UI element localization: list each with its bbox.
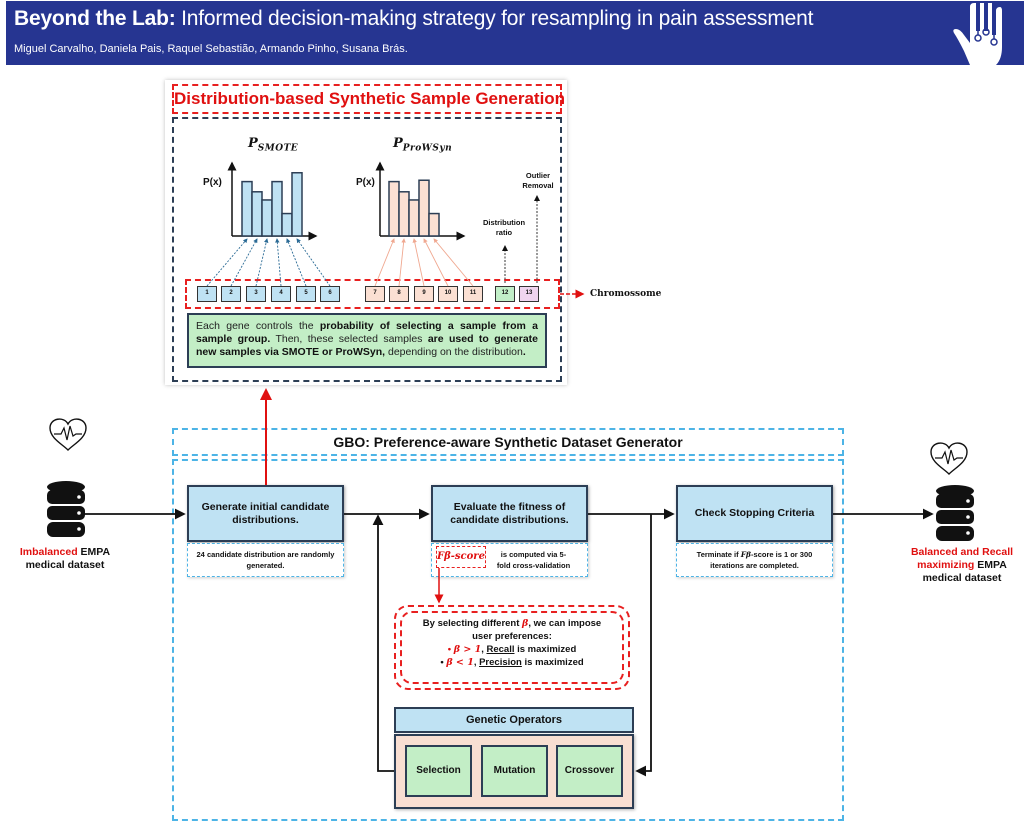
- gene-7: 7: [365, 286, 385, 302]
- gbo-body: [172, 459, 844, 821]
- gene-9: 9: [414, 286, 434, 302]
- gene-10: 10: [438, 286, 458, 302]
- gene-2: 2: [221, 286, 241, 302]
- smote-y-label: P(x): [203, 177, 222, 188]
- preference-precision: • β < 1, Precision is maximized: [440, 657, 584, 668]
- prowsyn-chart-title: PProWSyn: [393, 136, 453, 154]
- gene-description: Each gene controls the probability of se…: [187, 313, 547, 368]
- step-check-stopping: Check Stopping Criteria: [676, 485, 833, 542]
- database-icon-right: [936, 485, 974, 541]
- chromosome-label: Chromossome: [590, 289, 662, 299]
- genetic-operators-title: Genetic Operators: [394, 707, 634, 733]
- gene-13: 13: [519, 286, 539, 302]
- authors: Miguel Carvalho, Daniela Pais, Raquel Se…: [14, 43, 408, 55]
- gene-12: 12: [495, 286, 515, 302]
- hand-circuit-icon: [953, 1, 1002, 65]
- database-icon-left: [47, 481, 85, 537]
- gene-1: 1: [197, 286, 217, 302]
- operator-crossover: Crossover: [556, 745, 623, 797]
- poster-title: Beyond the Lab: Informed decision-making…: [14, 7, 813, 31]
- operator-mutation: Mutation: [481, 745, 548, 797]
- step-stopping-note: Terminate if Fβ-score is 1 or 300 iterat…: [676, 543, 833, 577]
- gene-3: 3: [246, 286, 266, 302]
- prowsyn-y-label: P(x): [356, 177, 375, 188]
- distribution-panel-body: [172, 117, 562, 382]
- operator-selection: Selection: [405, 745, 472, 797]
- gene-4: 4: [271, 286, 291, 302]
- heart-pulse-icon-right: [930, 442, 968, 475]
- heart-pulse-icon-left: [49, 418, 87, 451]
- title-rest: Informed decision-making strategy for re…: [175, 7, 814, 30]
- gene-6: 6: [320, 286, 340, 302]
- step-generate-initial: Generate initial candidate distributions…: [187, 485, 344, 542]
- step-generate-note: 24 candidate distribution are randomly g…: [187, 543, 344, 577]
- distribution-ratio-label: Distribution ratio: [482, 218, 526, 237]
- title-bold: Beyond the Lab:: [14, 7, 176, 30]
- gbo-title: GBO: Preference-aware Synthetic Dataset …: [172, 428, 844, 456]
- gene-11: 11: [463, 286, 483, 302]
- distribution-panel-title: Distribution-based Synthetic Sample Gene…: [172, 84, 565, 114]
- user-preferences-box: By selecting different β, we can impose …: [400, 611, 624, 684]
- chromosome-box: [185, 279, 560, 309]
- preferences-outer-border: [394, 605, 630, 690]
- header-banner: Beyond the Lab: Informed decision-making…: [6, 1, 1024, 65]
- fbeta-score-tag: Fβ-score: [436, 546, 486, 568]
- smote-chart-title: PSMOTE: [248, 136, 299, 154]
- outlier-removal-label: Outlier Removal: [522, 171, 554, 190]
- preference-recall: • β > 1, Recall is maximized: [447, 644, 577, 655]
- step-evaluate-fitness: Evaluate the fitness of candidate distri…: [431, 485, 588, 542]
- gene-5: 5: [296, 286, 316, 302]
- gene-8: 8: [389, 286, 409, 302]
